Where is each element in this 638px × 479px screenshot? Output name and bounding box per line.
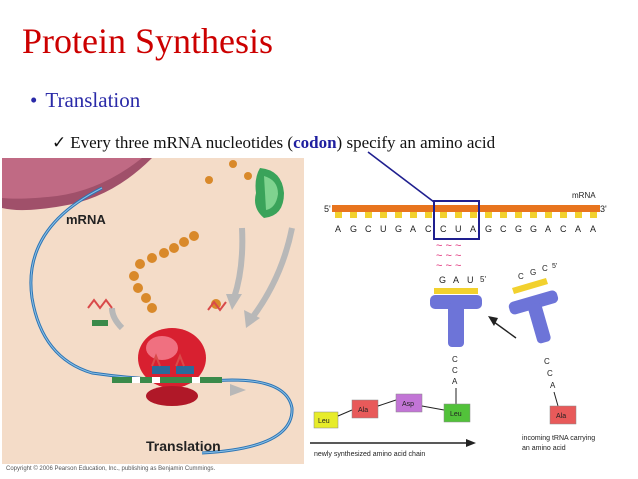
mrna-base-tick — [440, 212, 447, 218]
h-bond-row-1: ~ ~ ~ — [436, 240, 461, 252]
subbullet-text-post: ) specify an amino acid — [336, 133, 496, 152]
mrna-base-tick — [545, 212, 552, 218]
acceptor-3: A — [452, 377, 458, 386]
mrna-backbone — [332, 205, 600, 212]
incoming-caption-2: an amino acid — [522, 445, 566, 452]
acceptor-1: C — [452, 355, 458, 364]
subbullet-codon-definition: ✓Every three mRNA nucleotides (codon) sp… — [52, 133, 495, 153]
mrna-base-tick — [395, 212, 402, 218]
mrna-base-letter: C — [500, 224, 507, 234]
cell-translation-label: Translation — [146, 438, 221, 454]
chain-aa-1-label: Leu — [318, 418, 330, 425]
mrna-base-letter: C — [425, 224, 432, 234]
mrna-five-prime: 5' — [324, 204, 331, 214]
chain-aa-3-label: Asp — [402, 401, 414, 408]
chain-aa-1 — [313, 411, 339, 429]
mrna-base-tick — [455, 212, 462, 218]
cell-illustration-svg — [2, 158, 304, 464]
anticodon-ticks — [434, 288, 478, 294]
incoming-anticodon-3: C — [542, 264, 548, 273]
h-bond-row-3: ~ ~ ~ — [436, 260, 461, 272]
subbullet-text-pre: Every three mRNA nucleotides ( — [70, 133, 294, 152]
chain-aa-2-label: Ala — [358, 407, 368, 414]
mrna-base-letter: G — [530, 224, 537, 234]
mrna-base-tick — [470, 212, 477, 218]
mrna-base-ticks — [335, 212, 597, 218]
mrna-base-letter: U — [455, 224, 462, 234]
bullet-translation: • Translation — [30, 88, 140, 113]
incoming-anticodon-1: C — [518, 272, 524, 281]
mrna-base-tick — [530, 212, 537, 218]
mrna-base-tick — [575, 212, 582, 218]
chain-caption: newly synthesized amino acid chain — [314, 451, 425, 458]
mrna-base-letter: C — [365, 224, 372, 234]
mrna-base-letter: C — [440, 224, 447, 234]
incoming-acceptor-2: C — [547, 369, 553, 378]
mrna-base-letter: C — [560, 224, 567, 234]
mrna-base-tick — [590, 212, 597, 218]
cell-mrna-label: mRNA — [66, 212, 106, 227]
mrna-base-letter: G — [515, 224, 522, 234]
mrna-base-letter: A — [545, 224, 551, 234]
incoming-anticodon-2: G — [530, 268, 536, 277]
mrna-base-tick — [335, 212, 342, 218]
mrna-base-letter: U — [380, 224, 387, 234]
mrna-base-letter: A — [590, 224, 596, 234]
anticodon-five-prime: 5' — [480, 275, 486, 284]
mrna-base-tick — [560, 212, 567, 218]
incoming-caption-1: incoming tRNA carrying — [522, 435, 595, 442]
anticodon-3: U — [467, 275, 474, 285]
acceptor-2: C — [452, 366, 458, 375]
mrna-base-tick — [515, 212, 522, 218]
bullet-label: Translation — [45, 88, 141, 112]
diagram-mrna-label: mRNA — [572, 191, 596, 200]
h-bond-row-2: ~ ~ ~ — [436, 250, 461, 262]
slide-title: Protein Synthesis — [22, 21, 274, 61]
mrna-three-prime: 3' — [600, 204, 607, 214]
anticodon-2: A — [453, 275, 459, 285]
mrna-base-tick — [365, 212, 372, 218]
checkmark-icon: ✓ — [52, 133, 67, 152]
mrna-base-tick — [350, 212, 357, 218]
trna-head — [430, 295, 482, 309]
incoming-anticodon-ticks — [512, 278, 548, 294]
chain-aa-3 — [395, 393, 423, 413]
incoming-five-prime: 5' — [552, 263, 557, 270]
mrna-base-letter: A — [575, 224, 581, 234]
cell-translation-illustration — [2, 158, 304, 464]
mrna-base-letter: A — [470, 224, 476, 234]
mrna-base-tick — [425, 212, 432, 218]
mrna-base-letter: G — [395, 224, 402, 234]
mrna-base-letter: G — [350, 224, 357, 234]
incoming-acceptor-3: A — [550, 381, 556, 390]
bullet-dot-icon: • — [30, 88, 38, 112]
mrna-base-letter: A — [410, 224, 416, 234]
incoming-amino-acid-label: Ala — [556, 413, 566, 420]
copyright-notice: Copyright © 2006 Pearson Education, Inc.… — [6, 466, 216, 472]
chain-aa-4-label: Leu — [450, 411, 462, 418]
mrna-base-tick — [500, 212, 507, 218]
incoming-amino-acid — [549, 405, 577, 425]
incoming-arrow — [493, 321, 517, 339]
chain-aa-4 — [443, 403, 471, 423]
mrna-base-letter: G — [485, 224, 492, 234]
mrna-base-letter: A — [335, 224, 341, 234]
mrna-base-tick — [485, 212, 492, 218]
trna-stem — [448, 303, 464, 347]
incoming-acceptor-1: C — [544, 357, 550, 366]
mrna-base-tick — [380, 212, 387, 218]
incoming-trna — [508, 290, 559, 344]
codon-term: codon — [293, 133, 337, 152]
mrna-base-tick — [410, 212, 417, 218]
codon-highlight-box — [433, 200, 480, 240]
chain-aa-2 — [351, 399, 379, 419]
anticodon-1: G — [439, 275, 446, 285]
